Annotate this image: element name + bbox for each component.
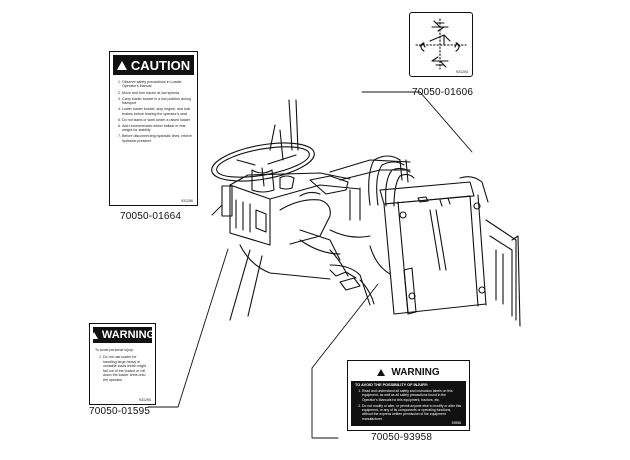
part-number-warning-large-decal: 70050-93958 bbox=[371, 432, 433, 443]
warning-small-banner: WARNING bbox=[89, 327, 156, 343]
part-number-caution-decal: 70050-01664 bbox=[120, 211, 182, 222]
part-number-warning-small-decal: 70050-01595 bbox=[89, 406, 151, 417]
tractor-lower-body bbox=[229, 229, 391, 321]
caution-banner: CAUTION bbox=[113, 55, 194, 75]
steering-column bbox=[269, 99, 299, 161]
warning-small-decal-code: 931295 bbox=[139, 398, 151, 402]
leader-lines bbox=[147, 91, 473, 439]
hydraulic-hoses bbox=[368, 155, 415, 207]
caution-item: Carry loader bucket in a low position du… bbox=[122, 97, 192, 106]
warning-large-item: Do not modify or alter, or permit anyone… bbox=[362, 404, 462, 421]
loader-arm bbox=[485, 219, 521, 327]
warning-large-decal-code: 93958 bbox=[451, 421, 461, 425]
caution-item: Before disconnecting hydraulic lines, re… bbox=[122, 134, 192, 143]
warning-large-lead: TO AVOID THE POSSIBILITY OF INJURY: bbox=[355, 383, 429, 387]
symbol-decal: 931293 bbox=[409, 12, 473, 77]
warning-triangle-icon bbox=[89, 331, 98, 339]
warning-small-lead: To avoid personal injury: bbox=[95, 348, 134, 352]
loader-lever-symbols-icon bbox=[415, 18, 467, 70]
caution-item: Add recommended wheel ballast or rear we… bbox=[122, 124, 192, 133]
warning-large-item: Read and understand all safety and instr… bbox=[362, 389, 462, 402]
caution-item: Do not stand or work under a raised load… bbox=[122, 118, 192, 122]
caution-item: Observe safety precautions in Loader Ope… bbox=[122, 80, 192, 89]
warning-triangle-icon bbox=[116, 60, 127, 70]
warning-small-text: To avoid personal injury: Do not use loa… bbox=[90, 346, 155, 382]
symbol-decal-code: 931293 bbox=[456, 70, 468, 74]
caution-text: Observe safety precautions in Loader Ope… bbox=[110, 78, 197, 143]
part-number-symbol-decal: 70050-01606 bbox=[412, 87, 474, 98]
warning-large-decal: WARNING TO AVOID THE POSSIBILITY OF INJU… bbox=[347, 360, 470, 431]
loader-frame bbox=[379, 176, 489, 315]
warning-small-decal: WARNING To avoid personal injury: Do not… bbox=[89, 323, 156, 405]
caution-decal: CAUTION Observe safety precautions in Lo… bbox=[109, 51, 198, 206]
warning-large-title: WARNING bbox=[391, 366, 440, 378]
warning-large-header: WARNING bbox=[348, 363, 469, 381]
caution-title: CAUTION bbox=[130, 57, 191, 73]
tractor-console bbox=[221, 172, 361, 246]
warning-triangle-icon bbox=[377, 368, 386, 376]
steering-wheel bbox=[211, 142, 315, 193]
warning-large-body: TO AVOID THE POSSIBILITY OF INJURY: Read… bbox=[351, 381, 466, 426]
warning-small-item: Do not use loader for handling large hea… bbox=[103, 355, 150, 382]
caution-item: Move and turn tractor at low speeds bbox=[122, 91, 192, 95]
warning-small-title: WARNING bbox=[101, 329, 156, 341]
caution-item: Lower loader bucket, stop engine, and lo… bbox=[122, 107, 192, 116]
caution-decal-code: 931296 bbox=[181, 199, 193, 203]
